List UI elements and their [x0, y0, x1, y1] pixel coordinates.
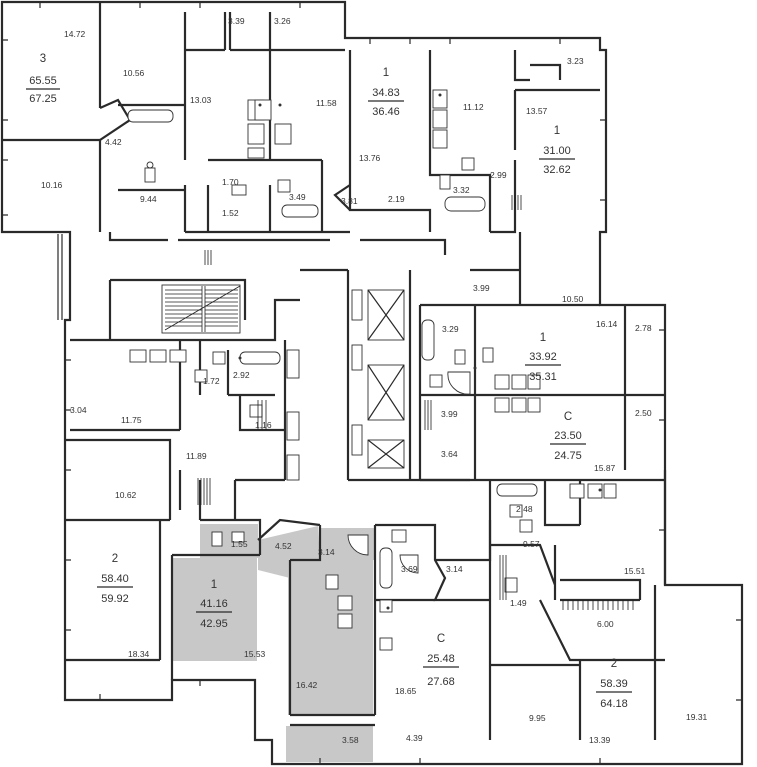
apartment-rooms: C [564, 411, 572, 423]
room-area: 3.81 [341, 196, 358, 206]
room-area: 1.70 [222, 177, 239, 187]
room-area-labels: 14.72 3.39 3.26 10.56 13.03 11.58 11.12 … [41, 16, 708, 745]
apartment-living: 65.55 [29, 75, 57, 87]
apartment-rooms: 2 [112, 553, 118, 565]
room-area: 3.23 [567, 56, 584, 66]
room-area: 3.26 [274, 16, 291, 26]
room-area: 9.95 [529, 713, 546, 723]
room-area: 4.39 [406, 733, 423, 743]
windows [2, 2, 742, 764]
room-area: 3.58 [342, 735, 359, 745]
apartment-total: 27.68 [427, 676, 455, 688]
room-area: 1.52 [222, 208, 239, 218]
highlighted-apartment [172, 524, 375, 762]
room-area: 11.58 [316, 98, 337, 108]
fixtures [127, 89, 634, 651]
room-area: 2.19 [388, 194, 405, 204]
apartment-rooms: 1 [211, 579, 217, 591]
room-area: 15.87 [594, 463, 616, 473]
room-area: 10.56 [123, 68, 145, 78]
room-area: 3.14 [446, 564, 463, 574]
apartment-living: 31.00 [543, 145, 571, 157]
apartment-total: 59.92 [101, 593, 129, 605]
room-area: 3.69 [401, 564, 418, 574]
room-area: 11.75 [121, 415, 142, 425]
elevators [367, 289, 405, 469]
apartment-living: 58.40 [101, 573, 129, 585]
room-area: 2.99 [490, 170, 507, 180]
apartment-total: 42.95 [200, 618, 228, 630]
room-area: 1.72 [203, 376, 220, 386]
room-area: 15.51 [624, 566, 646, 576]
apartment-total: 36.46 [372, 106, 400, 118]
room-area: 13.39 [589, 735, 611, 745]
room-area: 1.49 [510, 598, 527, 608]
room-area: 3.04 [70, 405, 87, 415]
room-area: 13.57 [526, 106, 548, 116]
room-area: 18.65 [395, 686, 417, 696]
room-area: 3.99 [473, 283, 490, 293]
room-area: 13.76 [359, 153, 381, 163]
room-area: 2.50 [635, 408, 652, 418]
room-area: 3.99 [441, 409, 458, 419]
room-area: 16.14 [596, 319, 618, 329]
apartment-labels: 3 65.55 67.25 1 34.83 36.46 1 31.00 32.6… [26, 53, 632, 710]
room-area: 18.34 [128, 649, 150, 659]
room-area: 2.92 [233, 370, 250, 380]
room-area: 16.42 [296, 680, 318, 690]
apartment-rooms: 1 [540, 332, 546, 344]
room-area: 9.57 [523, 539, 540, 549]
apartment-living: 34.83 [372, 87, 400, 99]
apartment-total: 35.31 [529, 371, 557, 383]
room-area: 19.31 [686, 712, 708, 722]
room-area: 10.62 [115, 490, 137, 500]
room-area: 2.48 [516, 504, 533, 514]
room-area: 4.52 [275, 541, 292, 551]
apartment-rooms: 3 [40, 53, 46, 65]
shafts [286, 289, 363, 481]
room-area: 11.89 [186, 451, 207, 461]
room-area: 1.55 [231, 539, 248, 549]
room-area: 3.32 [453, 185, 470, 195]
apartment-rooms: C [437, 633, 445, 645]
apartment-rooms: 2 [611, 658, 617, 670]
apartment-total: 32.62 [543, 164, 571, 176]
apartment-total: 67.25 [29, 93, 57, 105]
apartment-rooms: 1 [383, 67, 389, 79]
apartment-living: 33.92 [529, 351, 557, 363]
room-area: 14.72 [64, 29, 86, 39]
room-area: 9.44 [140, 194, 157, 204]
room-area: 1.16 [255, 420, 272, 430]
apartment-living: 41.16 [200, 598, 228, 610]
room-area: 13.03 [190, 95, 212, 105]
room-area: 3.29 [442, 324, 459, 334]
apartment-living: 58.39 [600, 678, 628, 690]
room-area: 10.50 [562, 294, 584, 304]
room-area: 11.12 [463, 102, 484, 112]
apartment-total: 24.75 [554, 450, 582, 462]
apartment-rooms: 1 [554, 125, 560, 137]
room-area: 3.49 [289, 192, 306, 202]
room-area: 6.00 [597, 619, 614, 629]
room-area: 10.16 [41, 180, 63, 190]
room-area: 3.39 [228, 16, 245, 26]
room-area: 3.14 [318, 547, 335, 557]
apartment-living: 25.48 [427, 653, 455, 665]
room-area: 2.78 [635, 323, 652, 333]
apartment-total: 64.18 [600, 698, 628, 710]
apartment-living: 23.50 [554, 430, 582, 442]
staircase [161, 284, 241, 334]
room-area: 15.53 [244, 649, 266, 659]
room-area: 4.42 [105, 137, 122, 147]
room-area: 3.64 [441, 449, 458, 459]
